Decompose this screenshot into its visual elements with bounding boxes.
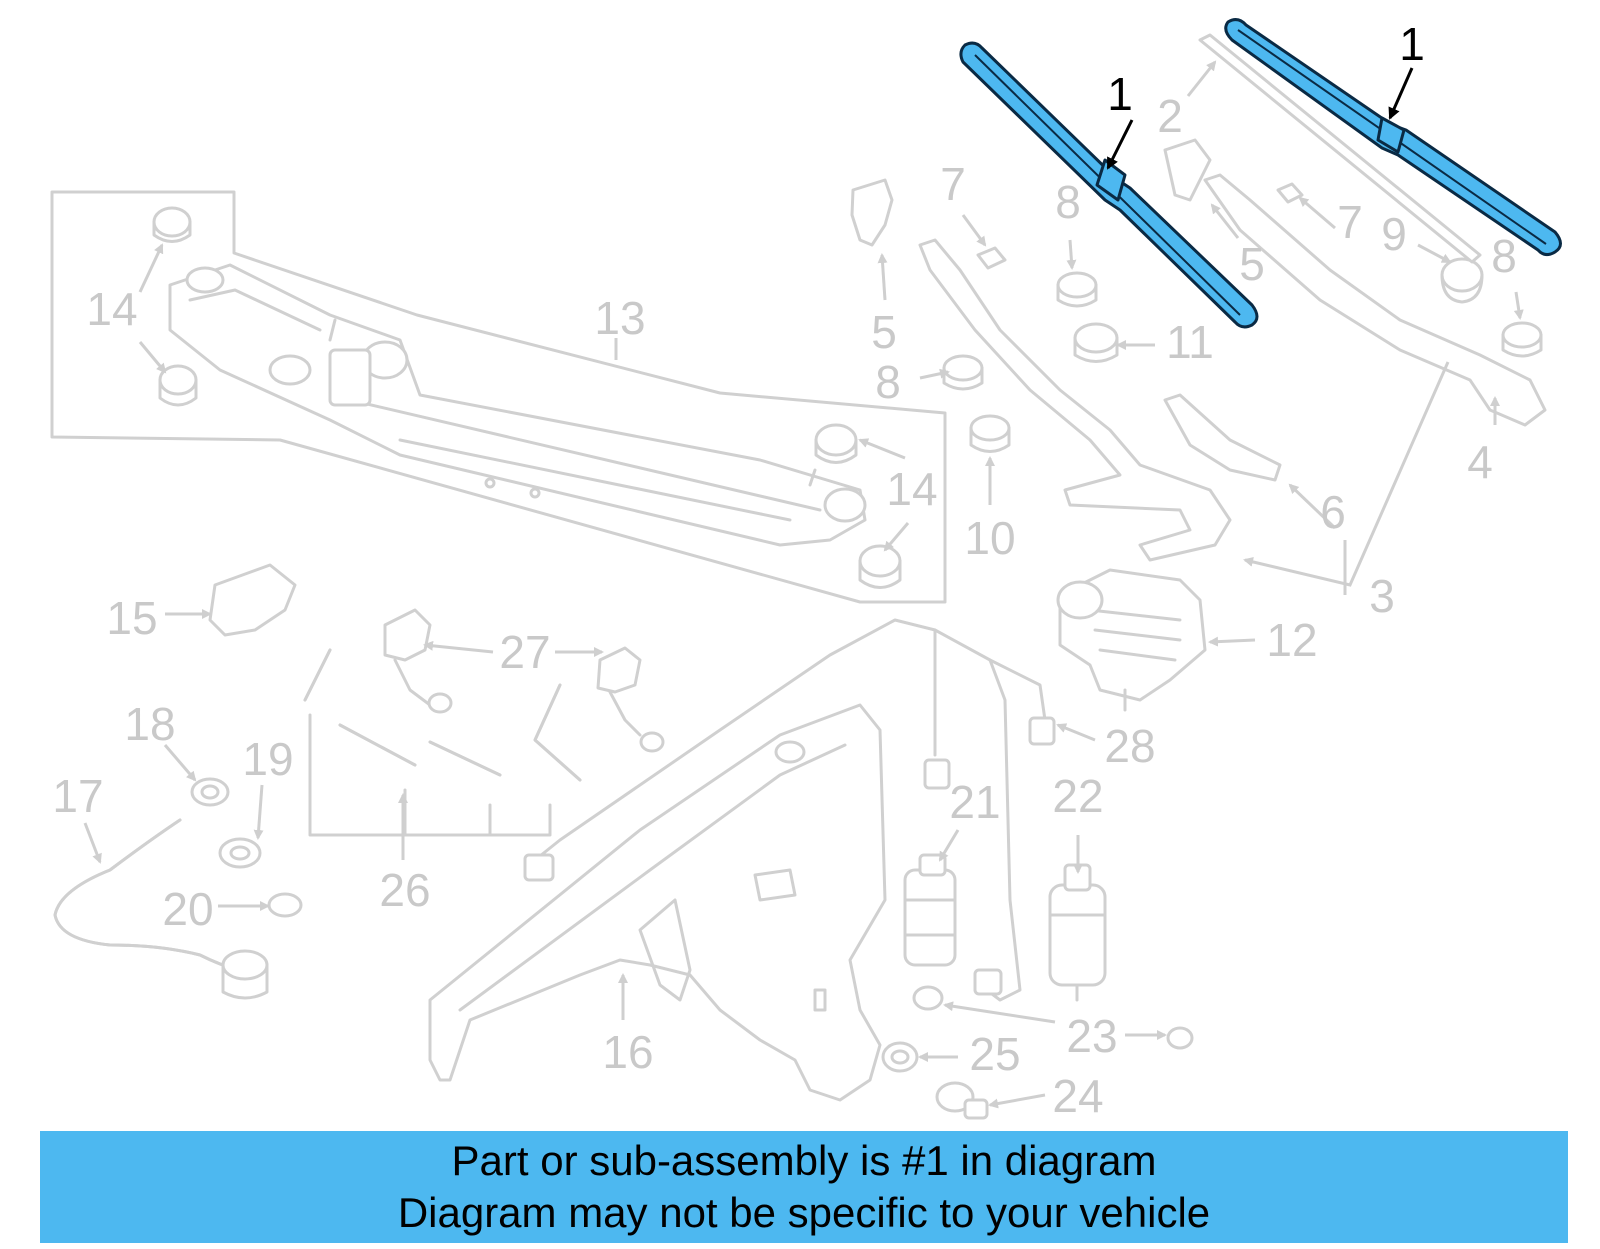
callout-11: 11: [1166, 316, 1214, 368]
grommet-group-14: [152, 206, 902, 589]
callout-17: 17: [52, 770, 103, 822]
callout-22: 22: [1052, 770, 1103, 822]
nut-8-group: [942, 271, 1543, 391]
callout-1-right: 1: [1399, 18, 1425, 70]
info-banner: Part or sub-assembly is #1 in diagram Di…: [40, 1131, 1568, 1243]
callout-10: 10: [964, 512, 1015, 564]
washer-nozzles-27: [383, 608, 665, 753]
callout-7-right: 7: [1337, 196, 1363, 248]
callout-8-top: 8: [1055, 176, 1081, 228]
callout-28: 28: [1104, 720, 1155, 772]
callout-8-mid: 8: [875, 356, 901, 408]
callout-2: 2: [1157, 90, 1183, 142]
callout-9: 9: [1381, 208, 1407, 260]
grommet-18: [190, 777, 230, 807]
callout-14-left: 14: [86, 283, 137, 335]
callout-4: 4: [1467, 436, 1493, 488]
wiper-arm-left: [918, 238, 1232, 562]
part-24: [935, 1081, 989, 1120]
callout-26: 26: [379, 864, 430, 916]
wiper-blade-1-left: [959, 41, 1259, 329]
grommet-10: [969, 414, 1011, 453]
callout-arrows: [83, 60, 1524, 1109]
washer-reservoir-16: [428, 703, 887, 1102]
callout-20: 20: [162, 883, 213, 935]
arm-cap-5-left: [850, 178, 894, 247]
callout-1-left: 1: [1107, 68, 1133, 120]
callout-13: 13: [594, 292, 645, 344]
hose-17: [53, 818, 269, 1000]
blade-refill-2: [1198, 33, 1482, 264]
callout-7-left: 7: [940, 158, 966, 210]
bracket-15: [208, 563, 297, 637]
callout-23: 23: [1066, 1010, 1117, 1062]
callout-labels: 1 1 2 3 4 5 5 6 7 7 8 8 8 9 10 11 12 13 …: [52, 18, 1516, 1122]
callout-19: 19: [242, 733, 293, 785]
wiper-motor-12: [1056, 568, 1207, 712]
arm-cap-5-right: [1163, 138, 1212, 202]
wiper-arm-right: [1203, 173, 1547, 427]
washer-pump-21: [903, 853, 957, 967]
callout-5-right: 5: [1239, 238, 1265, 290]
part-25: [881, 1041, 919, 1073]
clip-7-right: [1276, 182, 1304, 204]
callout-27: 27: [499, 626, 550, 678]
seal-19: [218, 837, 262, 869]
callout-16: 16: [602, 1026, 653, 1078]
callout-24: 24: [1052, 1070, 1103, 1122]
linkage-assembly-frame: [50, 190, 947, 604]
clip-7-left: [976, 246, 1007, 270]
callout-18: 18: [124, 698, 175, 750]
callout-6: 6: [1320, 486, 1346, 538]
washer-pump-22: [1048, 863, 1107, 1002]
callout-15: 15: [106, 592, 157, 644]
hoses-26: [303, 648, 582, 837]
callout-14-right: 14: [886, 463, 937, 515]
callout-5-left: 5: [871, 306, 897, 358]
callout-8-right: 8: [1491, 230, 1517, 282]
banner-line-part: Part or sub-assembly is #1 in diagram: [451, 1137, 1157, 1184]
part-23: [912, 985, 1194, 1050]
callout-12: 12: [1266, 614, 1317, 666]
wiring-harness-28: [523, 618, 1056, 1002]
clamp-20: [267, 892, 303, 918]
wiper-blade-1-right: [1224, 18, 1562, 257]
callout-21: 21: [949, 776, 1000, 828]
cap-9: [1440, 257, 1484, 304]
cover-6: [1163, 393, 1282, 482]
grommet-11: [1073, 322, 1119, 363]
callout-25: 25: [969, 1028, 1020, 1080]
banner-line-disclaimer: Diagram may not be specific to your vehi…: [397, 1189, 1211, 1236]
callout-3: 3: [1369, 570, 1395, 622]
